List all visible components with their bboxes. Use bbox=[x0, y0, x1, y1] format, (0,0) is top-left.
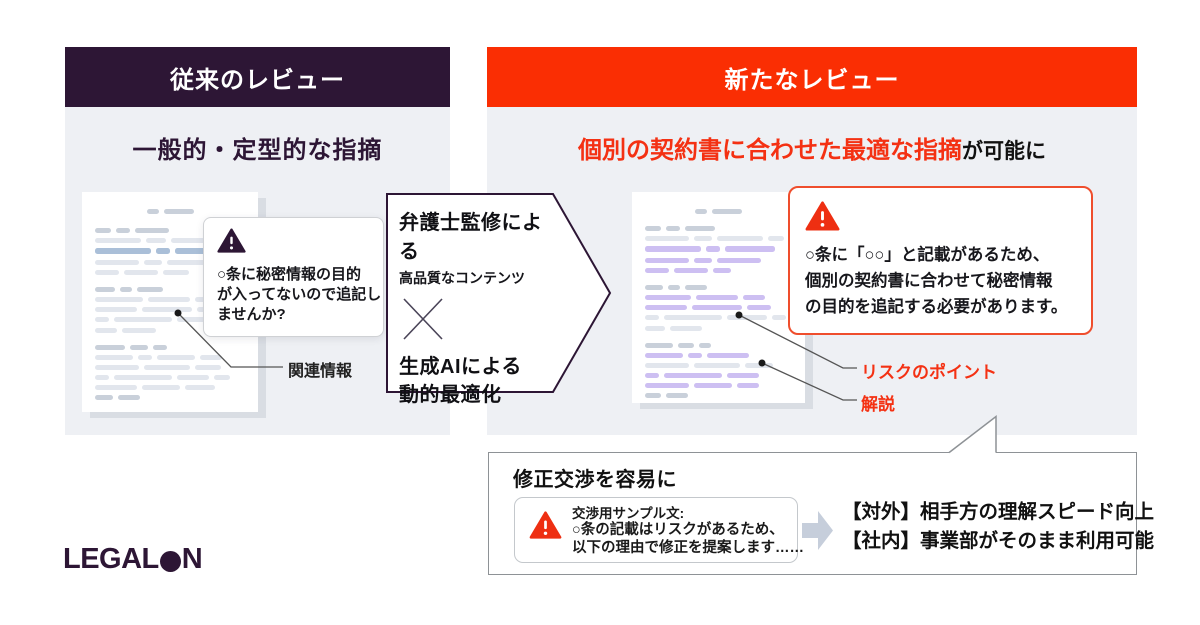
traditional-review-header: 従来のレビュー bbox=[65, 47, 450, 107]
document-text-line bbox=[645, 257, 792, 263]
arrow-pentagon-outline bbox=[386, 193, 612, 393]
warning-icon bbox=[217, 228, 372, 259]
benefit-list: 【対外】相手方の理解スピード向上 【社内】事業部がそのまま利用可能 bbox=[842, 498, 1154, 556]
document-text-line bbox=[95, 375, 245, 381]
subtitle-suffix: が可能に bbox=[962, 140, 1046, 163]
document-text-line bbox=[95, 259, 245, 265]
document-text-line bbox=[95, 228, 245, 233]
document-text-line bbox=[645, 226, 792, 231]
risk-point-label: リスクのポイント bbox=[861, 363, 997, 382]
subtitle-highlight: 個別の契約書に合わせた最適な指摘 bbox=[578, 137, 962, 164]
document-text-line bbox=[95, 395, 245, 401]
document-text-line bbox=[95, 269, 245, 275]
warning-icon bbox=[529, 511, 562, 545]
document-text-line bbox=[645, 352, 792, 358]
document-text-line bbox=[645, 325, 792, 331]
document-text-line bbox=[645, 209, 792, 214]
callout-text-line: の目的を追記する必要があります。 bbox=[805, 298, 1068, 316]
document-text-line bbox=[95, 385, 245, 391]
sample-label: 交渉用サンプル文: bbox=[572, 506, 685, 521]
formula-line-genai: 生成AIによる bbox=[399, 356, 522, 378]
related-info-label: 関連情報 bbox=[288, 363, 353, 380]
benefit-external: 【対外】相手方の理解スピード向上 bbox=[842, 501, 1155, 523]
logo-text-start: LEGAL bbox=[63, 543, 159, 575]
document-text-line bbox=[645, 284, 792, 290]
times-icon bbox=[399, 296, 559, 347]
document-text-line bbox=[95, 364, 245, 370]
flow-arrow-icon bbox=[802, 510, 833, 556]
callout-text-line: 個別の契約書に合わせて秘密情報 bbox=[805, 272, 1053, 290]
document-text-line bbox=[645, 383, 792, 389]
formula-line-lawyer: 弁護士監修による bbox=[399, 212, 543, 263]
negotiation-title: 修正交渉を容易に bbox=[513, 469, 677, 491]
document-text-line bbox=[95, 248, 245, 255]
callout-text-line: が入ってないので追記し bbox=[217, 286, 382, 303]
new-document-mockup bbox=[632, 192, 805, 403]
callout-text-line: ませんか? bbox=[217, 306, 286, 323]
new-review-header: 新たなレビュー bbox=[487, 47, 1137, 107]
logo-text-end: N bbox=[181, 543, 203, 575]
legalon-logo: LEGAL N bbox=[63, 543, 203, 576]
new-review-callout: ○条に「○○」と記載があるため、 個別の契約書に合わせて秘密情報 の目的を追記す… bbox=[788, 186, 1093, 335]
document-text-line bbox=[645, 373, 792, 379]
document-text-line bbox=[95, 344, 245, 350]
document-text-line bbox=[645, 362, 792, 368]
document-text-line bbox=[645, 305, 792, 311]
document-text-line bbox=[645, 294, 792, 300]
document-text-line bbox=[95, 209, 245, 214]
formula-line-optimize: 動的最適化 bbox=[399, 384, 502, 406]
document-text-line bbox=[645, 236, 792, 242]
callout-text-line: ○条に秘密情報の目的 bbox=[217, 266, 362, 283]
sample-text-line: ○条の記載はリスクがあるため、 bbox=[572, 522, 784, 538]
benefit-internal: 【社内】事業部がそのまま利用可能 bbox=[842, 530, 1155, 552]
document-text-line bbox=[645, 342, 792, 348]
document-text-line bbox=[95, 327, 245, 333]
center-formula-arrow: 弁護士監修による 高品質なコンテンツ 生成AIによる 動的最適化 bbox=[386, 193, 612, 406]
logo-circle-icon bbox=[159, 550, 181, 572]
warning-icon bbox=[805, 201, 1077, 237]
document-text-line bbox=[95, 354, 245, 360]
explanation-label: 解説 bbox=[861, 395, 895, 414]
traditional-review-subtitle: 一般的・定型的な指摘 bbox=[132, 137, 383, 164]
document-text-line bbox=[645, 246, 792, 253]
document-text-line bbox=[645, 315, 792, 321]
sample-text-line: 以下の理由で修正を提案します…… bbox=[572, 539, 804, 556]
callout-text-line: ○条に「○○」と記載があるため、 bbox=[805, 246, 1050, 264]
traditional-callout: ○条に秘密情報の目的 が入ってないので追記し ませんか? bbox=[203, 217, 384, 337]
document-text-line bbox=[95, 286, 245, 292]
new-review-subtitle: 個別の契約書に合わせた最適な指摘が可能に bbox=[487, 130, 1137, 165]
negotiation-section: 修正交渉を容易に 交渉用サンプル文: ○条の記載はリスクがあるため、 以下の理由… bbox=[488, 452, 1154, 575]
document-text-line bbox=[645, 393, 792, 399]
document-text-line bbox=[645, 267, 792, 273]
sample-text-box: 交渉用サンプル文: ○条の記載はリスクがあるため、 以下の理由で修正を提案します… bbox=[514, 497, 804, 563]
formula-line-quality: 高品質なコンテンツ bbox=[399, 270, 525, 286]
